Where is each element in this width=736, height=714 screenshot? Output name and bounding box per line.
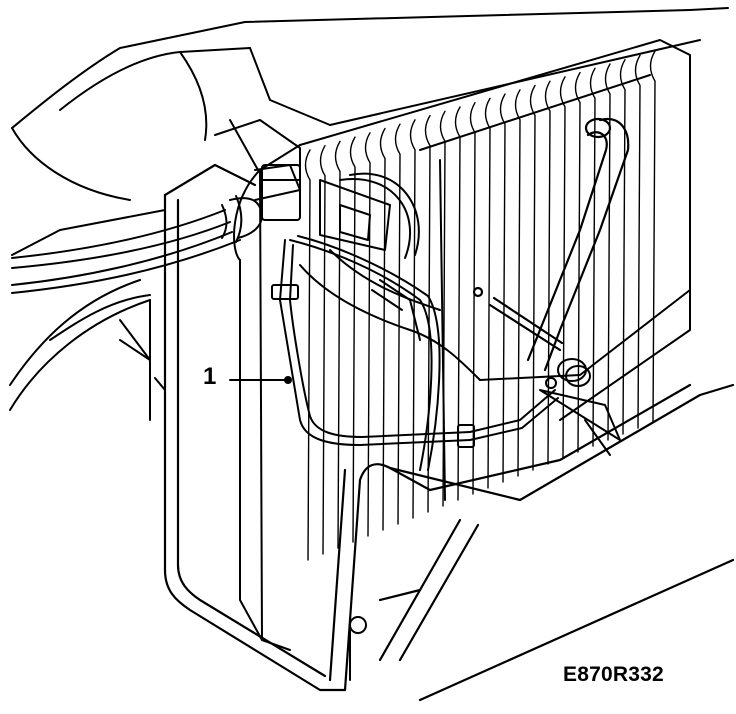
fin-stripe — [304, 149, 311, 561]
refrigerant-pipe — [472, 117, 630, 372]
fin-stripe — [634, 54, 641, 429]
duct-outline — [9, 299, 367, 681]
support-frame — [163, 163, 735, 702]
wiring-harness — [11, 195, 263, 294]
fin-stripe — [559, 76, 566, 459]
thermostat-bracket — [214, 119, 420, 259]
evaporator-fins — [304, 50, 656, 561]
fin-stripe — [469, 102, 476, 495]
fin-stripe — [604, 63, 611, 441]
callout-leader-1 — [229, 376, 292, 384]
fin-stripe — [424, 114, 431, 513]
fin-stripe — [349, 136, 356, 543]
fin-stripe — [439, 110, 446, 507]
fin-stripe — [544, 80, 551, 465]
evaporator-core — [233, 39, 691, 651]
fin-stripe — [394, 123, 401, 525]
fin-stripe — [529, 84, 536, 471]
fin-stripe — [454, 106, 461, 501]
callout-label-1: 1 — [203, 363, 217, 390]
fin-stripe — [589, 67, 596, 447]
fin-stripe — [334, 140, 341, 549]
fin-stripe — [619, 59, 626, 435]
fin-stripe — [574, 71, 581, 453]
fin-stripe — [409, 119, 416, 519]
sensor-arm — [299, 249, 691, 381]
capillary-tube — [271, 235, 559, 471]
fin-stripe — [514, 89, 521, 477]
fin-stripe — [364, 132, 371, 537]
fin-stripe — [319, 145, 326, 555]
fin-stripe — [484, 97, 491, 489]
fin-stripe — [649, 50, 656, 423]
fin-stripe — [379, 127, 386, 531]
fin-stripe — [499, 93, 506, 483]
figure-code: E870R332 — [563, 663, 664, 686]
